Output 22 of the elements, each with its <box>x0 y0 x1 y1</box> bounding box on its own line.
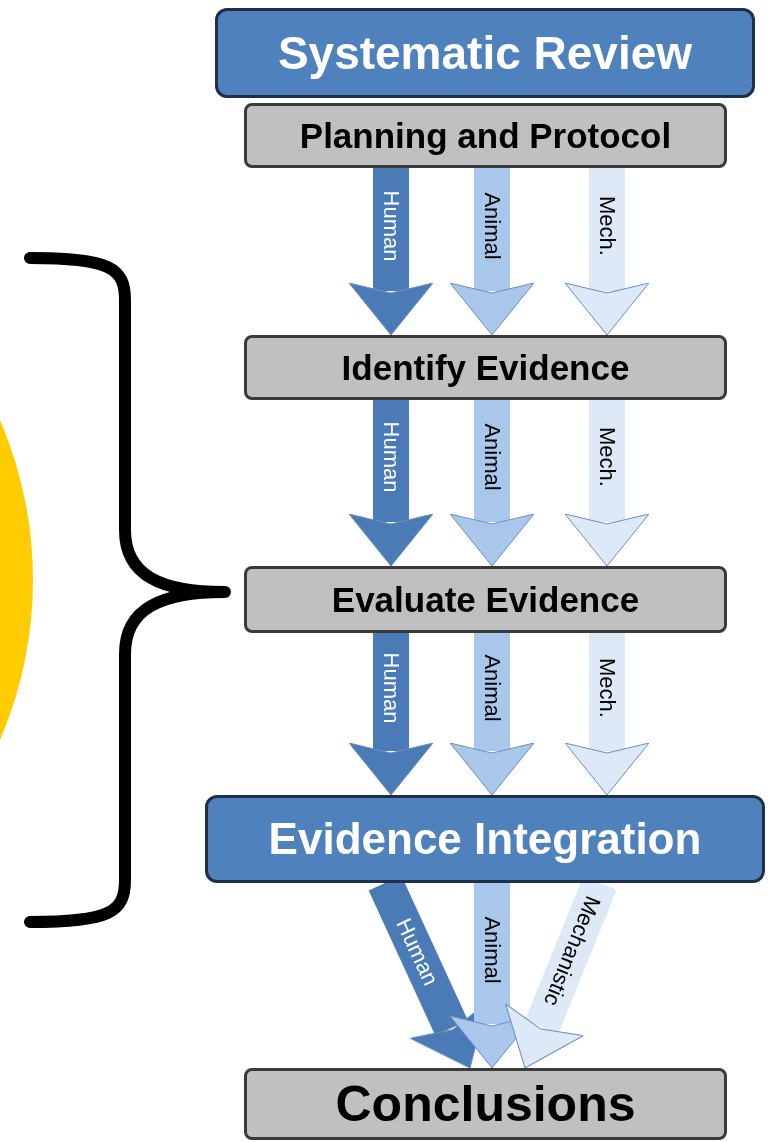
arrow <box>348 400 434 567</box>
edge-label: Animal <box>481 915 503 984</box>
edge-label: Animal <box>481 191 503 260</box>
header-box: Systematic Review <box>215 8 755 98</box>
arrow <box>564 168 650 336</box>
process-box: Planning and Protocol <box>244 103 727 168</box>
edge-label: Mech. <box>596 658 618 718</box>
edge-label: Human <box>380 190 402 261</box>
arrow <box>348 633 434 796</box>
process-box: Conclusions <box>244 1068 727 1140</box>
process-box: Identify Evidence <box>244 335 727 400</box>
arrow <box>564 633 650 796</box>
edge-label: Human <box>380 421 402 493</box>
arrow <box>348 168 434 336</box>
edge-label: Animal <box>481 423 503 491</box>
edge-label: Mech. <box>596 427 618 487</box>
process-box: Evaluate Evidence <box>244 566 727 633</box>
edge-label: Animal <box>481 654 503 722</box>
arrow <box>564 400 650 567</box>
header-box: Evidence Integration <box>205 795 765 883</box>
edge-label: Mech. <box>596 195 618 256</box>
edge-label: Human <box>380 652 402 724</box>
